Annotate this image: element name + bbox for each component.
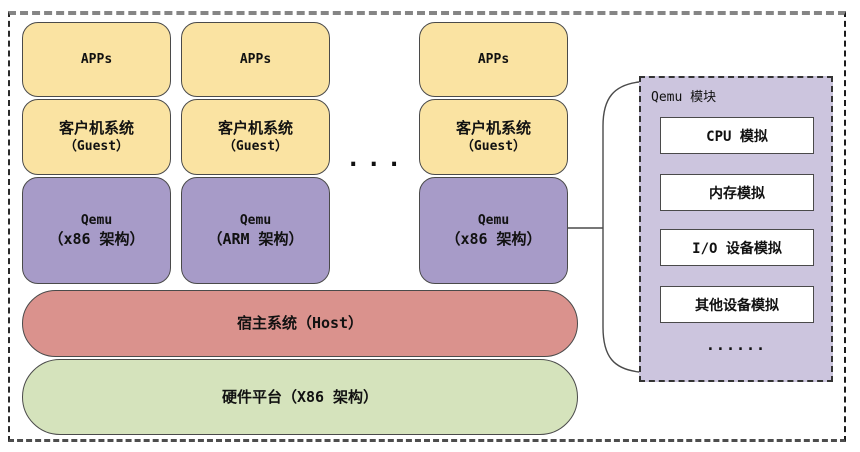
hardware-platform-bar: 硬件平台（X86 架构）	[22, 359, 578, 435]
guest-box-2: 客户机系统 （Guest）	[181, 99, 330, 175]
qemu-label-line1: Qemu	[80, 212, 113, 228]
more-guests-ellipsis: ...	[346, 144, 408, 172]
module-label: CPU 模拟	[706, 128, 768, 145]
hardware-platform-label: 硬件平台（X86 架构）	[221, 387, 379, 406]
guest-box-1: 客户机系统 （Guest）	[22, 99, 171, 175]
guest-label-line2: （Guest）	[460, 139, 527, 155]
guest-box-3: 客户机系统 （Guest）	[419, 99, 568, 175]
more-modules-ellipsis: ......	[705, 336, 767, 354]
qemu-box-1: Qemu （x86 架构）	[22, 177, 171, 284]
apps-label: APPs	[239, 51, 272, 67]
qemu-label-line1: Qemu	[239, 212, 272, 228]
qemu-module-panel: Qemu 模块 CPU 模拟 内存模拟 I/O 设备模拟 其他设备模拟 ....…	[639, 76, 833, 382]
qemu-module-panel-title: Qemu 模块	[651, 90, 717, 105]
guest-label-line1: 客户机系统	[58, 119, 134, 138]
apps-box-3: APPs	[419, 22, 568, 97]
apps-box-2: APPs	[181, 22, 330, 97]
host-system-label: 宿主系统（Host）	[236, 314, 364, 333]
apps-label: APPs	[80, 51, 113, 67]
module-label: 其他设备模拟	[695, 297, 779, 314]
module-box-memory: 内存模拟	[660, 174, 814, 211]
module-box-io: I/O 设备模拟	[660, 229, 814, 266]
module-box-other-devices: 其他设备模拟	[660, 286, 814, 323]
guest-label-line1: 客户机系统	[217, 119, 293, 138]
outer-dashed-frame	[8, 11, 846, 442]
apps-label: APPs	[477, 51, 510, 67]
apps-box-1: APPs	[22, 22, 171, 97]
qemu-label-line2: （x86 架构）	[48, 230, 145, 249]
module-label: I/O 设备模拟	[692, 240, 782, 257]
guest-label-line2: （Guest）	[222, 139, 289, 155]
host-system-bar: 宿主系统（Host）	[22, 290, 578, 357]
qemu-label-line1: Qemu	[477, 212, 510, 228]
qemu-box-3: Qemu （x86 架构）	[419, 177, 568, 284]
qemu-label-line2: （ARM 架构）	[207, 230, 304, 249]
module-label: 内存模拟	[709, 185, 765, 202]
module-box-cpu: CPU 模拟	[660, 117, 814, 154]
guest-label-line1: 客户机系统	[455, 119, 531, 138]
guest-label-line2: （Guest）	[63, 139, 130, 155]
qemu-box-2: Qemu （ARM 架构）	[181, 177, 330, 284]
qemu-label-line2: （x86 架构）	[445, 230, 542, 249]
